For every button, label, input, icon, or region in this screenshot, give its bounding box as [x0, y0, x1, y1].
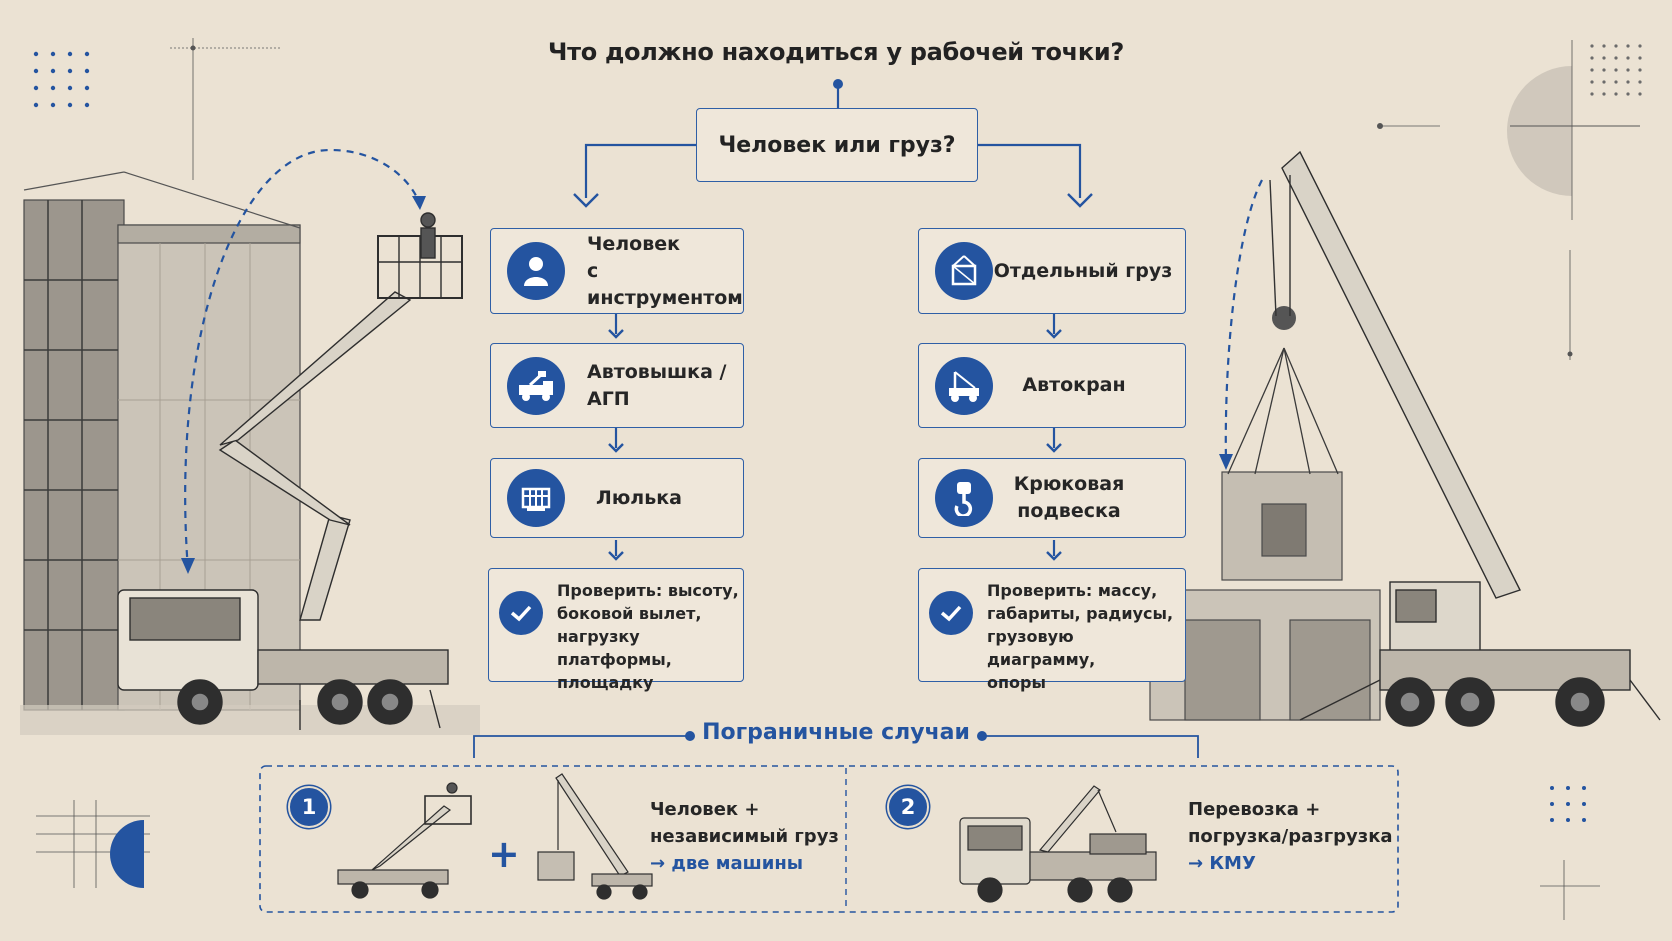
basket-icon [507, 469, 565, 527]
hook-block-box: Крюковая подвеска [918, 458, 1186, 538]
decor-dots-top-right [1590, 44, 1642, 96]
right-dashed-arc [1224, 179, 1263, 463]
crate-icon [935, 242, 993, 300]
decor-dots-top-left [33, 51, 90, 108]
right-check-box: Проверить: массу, габариты, радиусы, гру… [918, 568, 1186, 692]
question-box: Человек или груз? [696, 108, 978, 182]
crane-truck-icon [935, 356, 993, 415]
person-label-line1: Человек [587, 232, 681, 255]
basket-label: Люлька [596, 486, 682, 509]
left-check-line: площадку [557, 673, 654, 692]
edge-cases-bracket [473, 735, 1199, 758]
flow-arrowheads [573, 193, 1093, 561]
mini-aerial-platform [337, 782, 472, 899]
right-check-line: габариты, радиусы, [987, 604, 1174, 623]
right-check-line: опоры [987, 673, 1046, 692]
person-label-line2: с инструментом [587, 259, 743, 309]
case-1-line2: независимый груз [650, 826, 839, 847]
mini-crane [537, 773, 653, 900]
left-check-box: Проверить: высоту, боковой вылет, нагруз… [488, 568, 744, 692]
case-1-line1: Человек + [650, 799, 760, 820]
hook-label-line1: Крюковая [1013, 473, 1125, 495]
case-1-result: → две машины [650, 853, 804, 874]
basket-box: Люлька [490, 458, 744, 538]
concrete-foundation [1149, 471, 1381, 721]
case-2-line1: Перевозка + [1188, 799, 1321, 820]
mobile-crane [1269, 150, 1661, 727]
diagram-title: Что должно находиться у рабочей точки? [548, 38, 1124, 66]
checkmark-icon [929, 591, 973, 635]
decor-semicircle [1507, 66, 1572, 196]
decor-half-circle-bottom [110, 820, 144, 888]
truck-crane-label: Автокран [1022, 374, 1126, 396]
right-check-line: грузовую диаграмму, [987, 627, 1096, 669]
case-2-result: → КМУ [1188, 853, 1256, 874]
case-1-text: Человек + независимый груз → две машины [650, 796, 839, 877]
aerial-platform-box: Автовышка / АГП [490, 343, 744, 428]
aerial-platform-label: Автовышка / АГП [587, 360, 727, 410]
truck-crane-box: Автокран [918, 343, 1186, 428]
aerial-platform-truck-icon [507, 356, 565, 415]
separate-load-box: Отдельный груз [918, 228, 1186, 314]
hook-icon [935, 469, 993, 527]
plus-sign: + [488, 832, 520, 876]
mini-loader-truck [959, 785, 1157, 903]
person-with-tools-box: Человек с инструментом [490, 228, 744, 314]
left-check-line: нагрузку платформы, [557, 627, 672, 669]
case-2-badge: 2 [887, 786, 929, 828]
decor-dots-bottom-right [1550, 786, 1586, 822]
case-2-line2: погрузка/разгрузка [1188, 826, 1393, 847]
edge-cases-title: Пограничные случаи [702, 720, 970, 745]
hook-label-line2: подвеска [1017, 500, 1121, 522]
checkmark-icon [499, 591, 543, 635]
case-2-text: Перевозка + погрузка/разгрузка → КМУ [1188, 796, 1393, 877]
case-1-badge: 1 [288, 786, 330, 828]
left-check-line: боковой вылет, [557, 604, 702, 623]
separate-load-label: Отдельный груз [993, 259, 1173, 282]
right-check-line: Проверить: массу, [987, 581, 1158, 600]
aerial-lift-truck [117, 212, 463, 730]
person-icon [507, 242, 565, 300]
left-check-line: Проверить: высоту, [557, 581, 739, 600]
